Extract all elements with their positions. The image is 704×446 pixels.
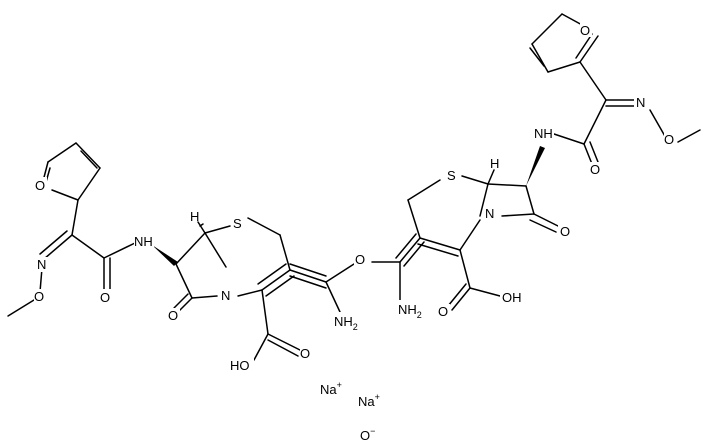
right-s-label: S: [447, 168, 456, 183]
counter-ions: Na+ Na+ O−: [320, 380, 380, 443]
left-acid-ho-label: HO: [230, 358, 250, 373]
left-cephalosporin: [7, 142, 355, 361]
left-nh2-label: NH2: [334, 314, 358, 332]
right-amide-nh-label: NH: [534, 126, 553, 141]
right-amide-o-label: O: [590, 162, 600, 177]
left-ring-n-label: N: [221, 288, 230, 303]
left-atom-labels: O N O NH O H S N O O HO O NH2: [34, 177, 366, 373]
left-furan-ring: [41, 142, 101, 201]
right-acid-oh-label: OH: [502, 290, 522, 305]
right-nh2-label: NH2: [398, 302, 422, 320]
left-lactam-o-label: O: [168, 308, 178, 323]
left-amide-nh-label: NH: [134, 234, 153, 249]
right-ring-n-label: N: [485, 206, 494, 221]
left-oxime-n-label: N: [37, 257, 46, 272]
left-amide-o-label: O: [100, 290, 110, 305]
left-h-label: H: [190, 209, 199, 224]
sodium-ion-2: Na+: [358, 392, 380, 409]
left-acid-o-label: O: [300, 346, 310, 361]
ester-o-label: O: [355, 252, 365, 267]
sodium-ion-1: Na+: [320, 380, 342, 397]
right-acid-o-label: O: [438, 304, 448, 319]
right-cephalosporin: [371, 13, 701, 311]
left-oxime-o-label: O: [34, 289, 44, 304]
oxide-ion: O−: [360, 426, 375, 443]
left-s-label: S: [233, 216, 242, 231]
right-lactam-o-label: O: [560, 224, 570, 239]
right-oxime-n-label: N: [636, 95, 645, 110]
right-furan-o-label: O: [580, 23, 590, 38]
right-h-label: H: [490, 156, 499, 171]
left-furan-o-label: O: [35, 178, 45, 193]
right-oxime-o-label: O: [664, 132, 674, 147]
right-atom-labels: O N O NH O H S N O O OH NH2: [396, 22, 676, 320]
